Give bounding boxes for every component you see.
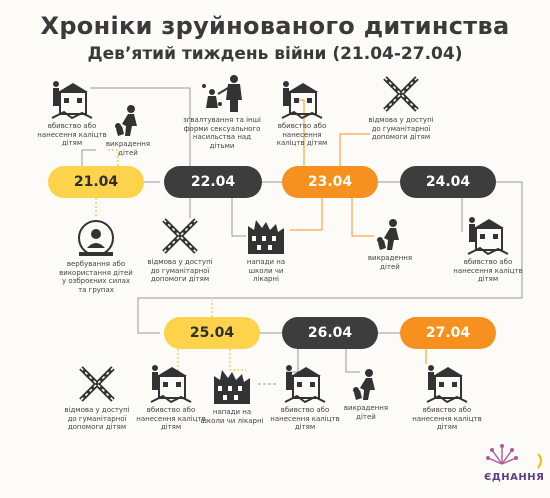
date-pill-27: 27.04 [400, 317, 496, 349]
child-abduction-icon [377, 219, 399, 250]
event-item: викрадення дітей [334, 368, 398, 421]
blocked-aid-icon [383, 76, 419, 112]
date-pill-25: 25.04 [164, 317, 260, 349]
event-item: напади на школи чи лікарні [236, 216, 296, 284]
event-label: напади на школи чи лікарні [246, 258, 286, 283]
event-item: напади на школи чи лікарні [200, 366, 264, 425]
child-recruitment-icon [78, 220, 114, 256]
ruined-building-icon [214, 370, 250, 404]
date-pill-26: 26.04 [282, 317, 378, 349]
logo-text: ЄДНАННЯ [484, 472, 545, 483]
child-abduction-icon [353, 369, 375, 400]
page-title: Хроніки зруйнованого дитинства [40, 12, 510, 40]
event-item: вбивство або нанесення каліцтв дітям [452, 216, 524, 284]
event-label: відмова у доступі до гуманітарної допомо… [368, 116, 434, 141]
date-pill-24: 24.04 [400, 166, 496, 198]
event-item: вербування або використання дітей у озбр… [58, 218, 134, 294]
event-item: відмова у доступі до гуманітарної допомо… [366, 74, 436, 142]
event-label: вбивство або нанесення каліцтв дітям [276, 122, 328, 147]
blocked-aid-icon [79, 366, 115, 402]
event-item: відмова у доступі до гуманітарної допомо… [62, 364, 132, 432]
event-label: вбивство або нанесення каліцтв дітям [453, 258, 523, 283]
destroyed-house-icon [150, 365, 192, 404]
event-label: викрадення дітей [105, 140, 151, 157]
event-label: вербування або використання дітей у озбр… [59, 260, 133, 294]
event-label: відмова у доступі до гуманітарної допомо… [147, 258, 213, 283]
event-item: вбивство або нанесення каліцтв дітям [412, 364, 482, 432]
date-pill-23: 23.04 [282, 166, 378, 198]
date-pill-22: 22.04 [164, 166, 262, 198]
event-item: викрадення дітей [360, 218, 420, 271]
event-item: викрадення дітей [98, 104, 158, 157]
destroyed-house-icon [281, 81, 323, 120]
event-item: вбивство або нанесення каліцтв дітям [270, 364, 340, 432]
event-item: вбивство або нанесення каліцтв дітям [136, 364, 206, 432]
event-item: вбивство або нанесення каліцтв дітям [270, 80, 334, 148]
event-label: напади на школи чи лікарні [200, 408, 264, 425]
date-pill-21: 21.04 [48, 166, 144, 198]
event-label: вбивство або нанесення каліцтв дітям [37, 122, 107, 147]
event-item: відмова у доступі до гуманітарної допомо… [144, 216, 216, 284]
destroyed-house-icon [467, 217, 509, 256]
child-abduction-icon [115, 105, 137, 136]
event-label: вбивство або нанесення каліцтв дітям [270, 406, 340, 431]
event-label: викрадення дітей [367, 254, 413, 271]
page-subtitle: Дев’ятий тиждень війни (21.04-27.04) [87, 44, 463, 64]
destroyed-house-icon [284, 365, 326, 404]
event-label: відмова у доступі до гуманітарної допомо… [64, 406, 130, 431]
ednannia-logo [486, 444, 542, 469]
event-label: зґвалтування та інші форми сексуального … [183, 116, 261, 150]
event-label: вбивство або нанесення каліцтв дітям [412, 406, 482, 431]
blocked-aid-icon [162, 218, 198, 254]
destroyed-house-icon [426, 365, 468, 404]
sexual-violence-icon [202, 75, 242, 112]
event-label: вбивство або нанесення каліцтв дітям [136, 406, 206, 431]
event-item: зґвалтування та інші форми сексуального … [180, 74, 264, 150]
destroyed-house-icon [51, 81, 93, 120]
event-label: викрадення дітей [343, 404, 389, 421]
ruined-building-icon [248, 220, 284, 254]
event-item: вбивство або нанесення каліцтв дітям [36, 80, 108, 148]
